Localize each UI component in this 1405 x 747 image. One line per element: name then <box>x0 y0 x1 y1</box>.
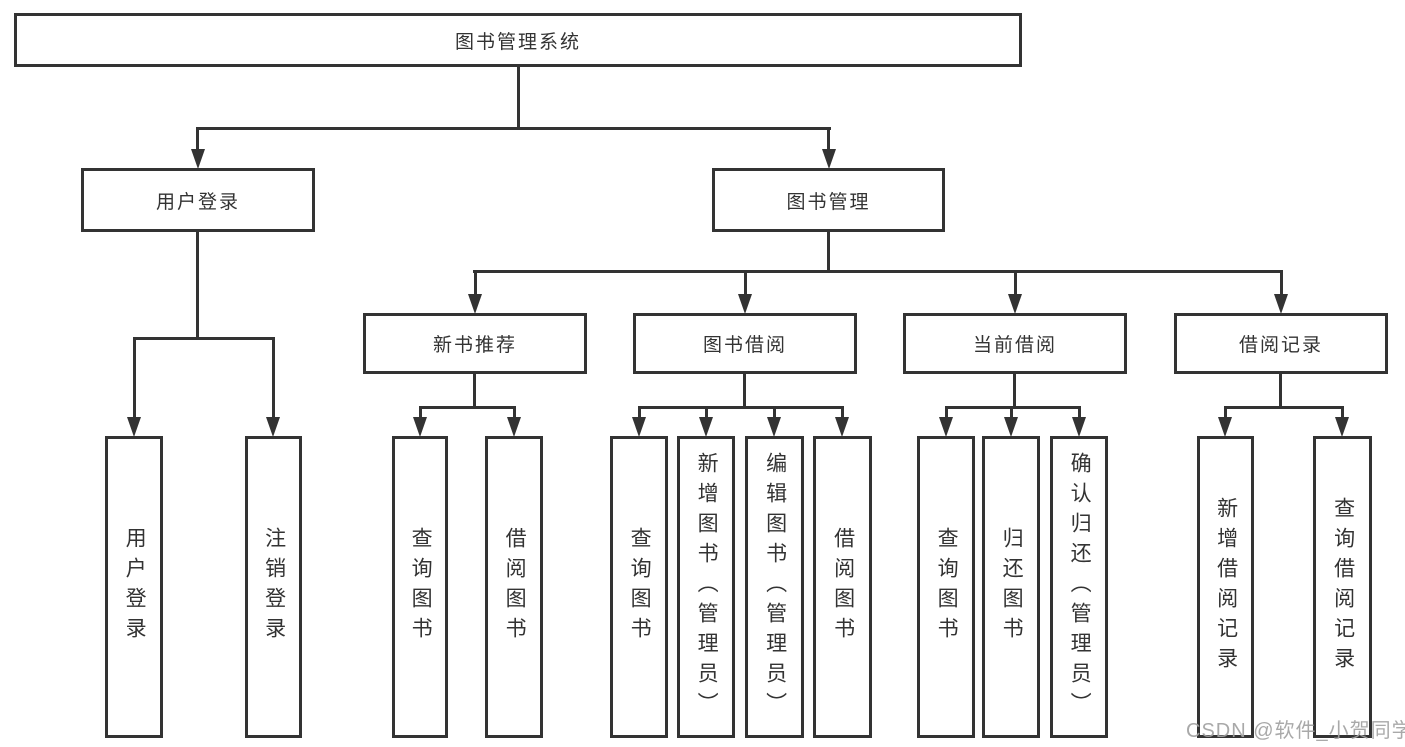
arrow-down-icon <box>127 417 141 437</box>
connector-line <box>1224 406 1227 418</box>
connector-line <box>744 270 747 295</box>
node-current-borrowing-label: 当前借阅 <box>972 335 1057 356</box>
connector-line <box>133 337 274 340</box>
arrow-down-icon <box>822 149 836 169</box>
leaf-borrow-books-2: 借阅图书 <box>813 436 872 738</box>
connector-line <box>1280 270 1283 295</box>
connector-line <box>1078 406 1081 418</box>
arrow-down-icon <box>413 417 427 437</box>
leaf-add-borrow-record: 新增借阅记录 <box>1197 436 1254 738</box>
connector-line <box>827 127 830 151</box>
connector-line <box>945 406 948 418</box>
connector-line <box>638 406 641 418</box>
arrow-down-icon <box>468 294 482 314</box>
arrow-down-icon <box>507 417 521 437</box>
leaf-borrow-books-1: 借阅图书 <box>485 436 543 738</box>
leaf-return-book-label: 归还图书 <box>1000 527 1024 647</box>
connector-line <box>705 406 708 418</box>
arrow-down-icon <box>835 417 849 437</box>
connector-line <box>419 406 516 409</box>
leaf-query-books-2-label: 查询图书 <box>628 527 652 647</box>
leaf-edit-book-admin-label: 编辑图书（管理员） <box>763 452 787 722</box>
arrow-down-icon <box>1072 417 1086 437</box>
node-current-borrowing: 当前借阅 <box>903 313 1127 374</box>
leaf-borrow-books-2-label: 借阅图书 <box>831 527 855 647</box>
leaf-query-books-1-label: 查询图书 <box>409 527 433 647</box>
leaf-user-login-label: 用户登录 <box>123 527 147 647</box>
connector-line <box>1224 406 1344 409</box>
leaf-confirm-return-admin-label: 确认归还（管理员） <box>1068 452 1092 722</box>
leaf-logout: 注销登录 <box>245 436 302 738</box>
leaf-query-books-2: 查询图书 <box>610 436 668 738</box>
node-borrowing-records-label: 借阅记录 <box>1238 335 1323 356</box>
arrow-down-icon <box>191 149 205 169</box>
connector-line <box>1341 406 1344 418</box>
connector-line <box>473 374 476 408</box>
leaf-user-login: 用户登录 <box>105 436 163 738</box>
node-book-management: 图书管理 <box>712 168 945 232</box>
arrow-down-icon <box>1218 417 1232 437</box>
arrow-down-icon <box>699 417 713 437</box>
node-user-login: 用户登录 <box>81 168 315 232</box>
leaf-edit-book-admin: 编辑图书（管理员） <box>745 436 804 738</box>
connector-line <box>743 374 746 408</box>
arrow-down-icon <box>266 417 280 437</box>
leaf-query-books-3-label: 查询图书 <box>935 527 959 647</box>
connector-line <box>197 127 831 130</box>
arrow-down-icon <box>939 417 953 437</box>
node-book-borrowing: 图书借阅 <box>633 313 857 374</box>
arrow-down-icon <box>738 294 752 314</box>
connector-line <box>196 127 199 151</box>
node-new-book-recommendation-label: 新书推荐 <box>432 335 517 356</box>
leaf-logout-label: 注销登录 <box>262 527 286 647</box>
leaf-query-borrow-record: 查询借阅记录 <box>1313 436 1372 738</box>
leaf-return-book: 归还图书 <box>982 436 1040 738</box>
arrow-down-icon <box>1004 417 1018 437</box>
leaf-add-book-admin: 新增图书（管理员） <box>677 436 735 738</box>
connector-line <box>474 270 477 295</box>
connector-line <box>419 406 422 418</box>
node-root-label: 图书管理系统 <box>454 31 581 53</box>
connector-line <box>1014 270 1017 295</box>
connector-line <box>773 406 776 418</box>
leaf-query-borrow-record-label: 查询借阅记录 <box>1331 497 1355 677</box>
connector-line <box>133 337 136 418</box>
connector-line <box>638 406 844 409</box>
connector-line <box>473 270 1283 273</box>
arrow-down-icon <box>1274 294 1288 314</box>
leaf-query-books-3: 查询图书 <box>917 436 975 738</box>
connector-line <box>827 232 830 273</box>
connector-line <box>196 232 199 339</box>
node-book-management-label: 图书管理 <box>786 191 871 213</box>
leaf-confirm-return-admin: 确认归还（管理员） <box>1050 436 1108 738</box>
node-borrowing-records: 借阅记录 <box>1174 313 1388 374</box>
node-book-borrowing-label: 图书借阅 <box>702 335 787 356</box>
connector-line <box>513 406 516 418</box>
connector-line <box>945 406 1081 409</box>
node-user-login-label: 用户登录 <box>155 191 240 213</box>
node-root: 图书管理系统 <box>14 13 1022 67</box>
connector-line <box>841 406 844 418</box>
connector-line <box>1279 374 1282 408</box>
watermark: CSDN @软件_小贺同学 <box>1186 720 1405 742</box>
arrow-down-icon <box>767 417 781 437</box>
leaf-borrow-books-1-label: 借阅图书 <box>503 527 527 647</box>
arrow-down-icon <box>632 417 646 437</box>
leaf-query-books-1: 查询图书 <box>392 436 448 738</box>
leaf-add-borrow-record-label: 新增借阅记录 <box>1214 497 1238 677</box>
connector-line <box>272 337 275 418</box>
connector-line <box>1013 374 1016 408</box>
connector-line <box>517 66 520 129</box>
arrow-down-icon <box>1008 294 1022 314</box>
arrow-down-icon <box>1335 417 1349 437</box>
leaf-add-book-admin-label: 新增图书（管理员） <box>695 452 719 722</box>
connector-line <box>1010 406 1013 418</box>
node-new-book-recommendation: 新书推荐 <box>363 313 587 374</box>
